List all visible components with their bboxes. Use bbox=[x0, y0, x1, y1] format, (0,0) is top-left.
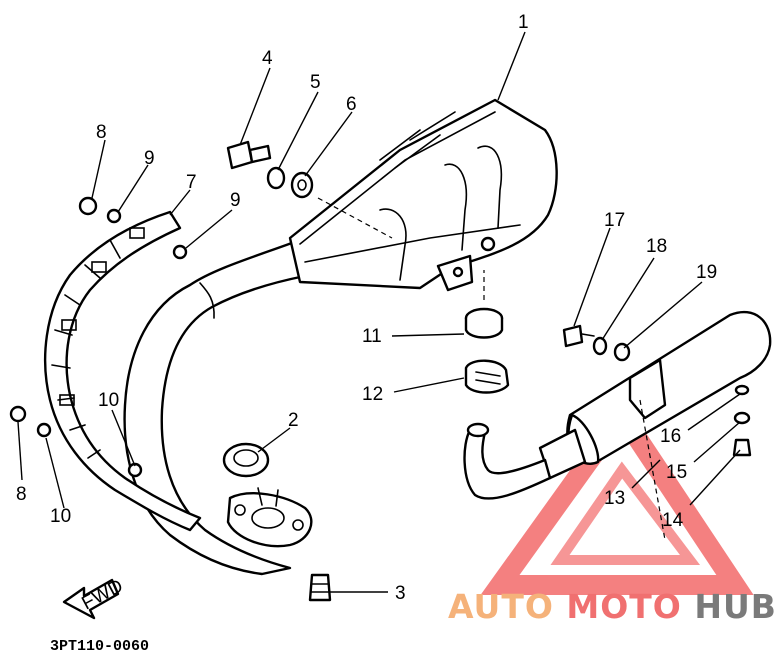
callout-10-bottom: 10 bbox=[50, 506, 71, 527]
callout-2: 2 bbox=[288, 410, 299, 431]
callout-numbers: 1 2 3 4 5 6 7 8 9 9 10 8 10 11 12 13 14 … bbox=[16, 12, 717, 604]
small-fasteners-right bbox=[732, 384, 752, 457]
watermark-text: AUTO MOTO HUB bbox=[448, 587, 777, 626]
watermark-triangle bbox=[480, 397, 754, 595]
alignment-lines bbox=[317, 197, 666, 541]
grommet-and-clamp bbox=[464, 307, 510, 394]
callout-1: 1 bbox=[518, 12, 529, 33]
callout-13: 13 bbox=[604, 488, 625, 509]
callout-16: 16 bbox=[660, 426, 681, 447]
callout-14: 14 bbox=[662, 510, 684, 531]
callout-8-top: 8 bbox=[96, 122, 107, 143]
callout-8-bottom: 8 bbox=[16, 484, 27, 505]
fwd-arrow: FWD bbox=[62, 576, 127, 620]
callout-6: 6 bbox=[346, 94, 357, 115]
small-fasteners-left bbox=[9, 196, 188, 478]
watermark-logo bbox=[480, 397, 754, 595]
callout-10-mid: 10 bbox=[98, 390, 119, 411]
callout-9-top: 9 bbox=[144, 148, 155, 169]
watermark-hub: HUB bbox=[694, 587, 777, 626]
diagram-code: 3PT110-0060 bbox=[50, 638, 149, 655]
bolt-washers-17-18-19 bbox=[562, 324, 631, 362]
watermark-auto: AUTO bbox=[448, 587, 554, 626]
fwd-label: FWD bbox=[78, 576, 126, 615]
flange-and-gasket bbox=[222, 442, 313, 548]
silencer bbox=[463, 310, 772, 500]
callout-12: 12 bbox=[362, 384, 383, 405]
callout-7: 7 bbox=[186, 172, 197, 193]
callout-5: 5 bbox=[310, 72, 321, 93]
callout-18: 18 bbox=[646, 236, 667, 257]
bolt-washers-4-5-6 bbox=[226, 140, 314, 199]
muffler-main bbox=[288, 98, 558, 292]
callout-3: 3 bbox=[395, 583, 406, 604]
callout-15: 15 bbox=[666, 462, 687, 483]
callout-19: 19 bbox=[696, 262, 717, 283]
heat-shield bbox=[43, 210, 202, 532]
callout-17: 17 bbox=[604, 210, 625, 231]
callout-11: 11 bbox=[362, 326, 382, 347]
svg-text:AUTO MOTO HUB: AUTO MOTO HUB bbox=[448, 587, 777, 626]
bolt-3 bbox=[308, 573, 332, 602]
watermark-moto: MOTO bbox=[566, 587, 681, 626]
callout-4: 4 bbox=[262, 48, 273, 69]
callout-9-mid: 9 bbox=[230, 190, 241, 211]
leader-lines bbox=[17, 31, 741, 593]
